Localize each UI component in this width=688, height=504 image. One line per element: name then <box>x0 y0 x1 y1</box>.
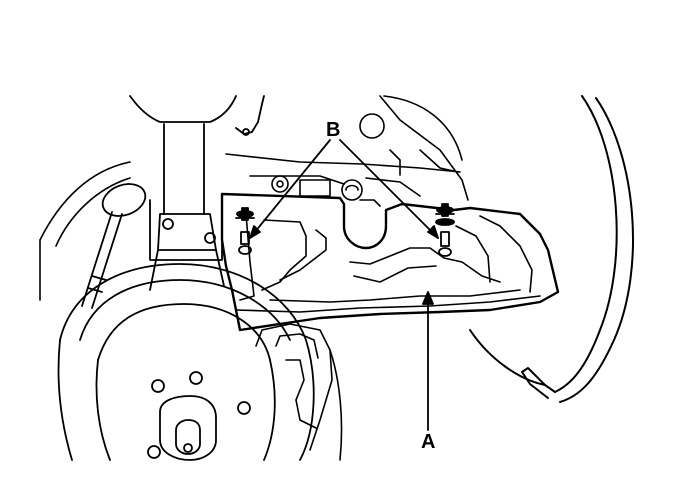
clip-fastener-left <box>235 207 255 255</box>
leader-b-right <box>339 139 439 239</box>
callout-label-b: B <box>326 119 341 141</box>
brake-caliper <box>255 323 343 461</box>
splash-shield <box>220 192 560 332</box>
body-panel <box>359 95 469 201</box>
leader-b-left <box>249 139 331 239</box>
arrowhead-a <box>422 291 434 305</box>
clip-fastener-right <box>435 203 455 257</box>
tie-rod <box>81 183 147 309</box>
arrowhead-b-right <box>427 225 439 239</box>
callout-leaders <box>249 139 439 431</box>
arrowhead-b-left <box>249 225 261 239</box>
strut-assembly <box>129 95 265 291</box>
bumper-contour <box>39 161 131 301</box>
wheel-well-arc <box>469 95 635 403</box>
callout-label-a: A <box>421 431 436 453</box>
chassis-details <box>225 153 461 201</box>
